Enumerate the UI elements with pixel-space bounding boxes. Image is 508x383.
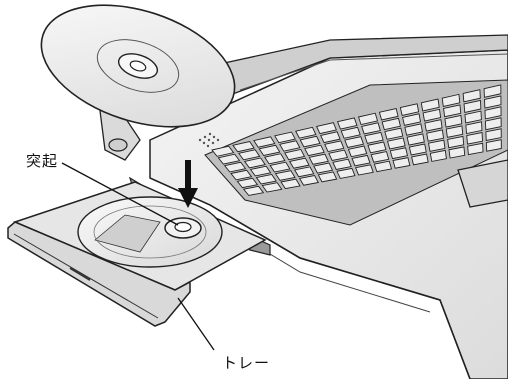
- tray-leader-line: [178, 298, 214, 350]
- protrusion-label: 突起: [26, 150, 58, 171]
- tray-label: トレー: [222, 352, 270, 373]
